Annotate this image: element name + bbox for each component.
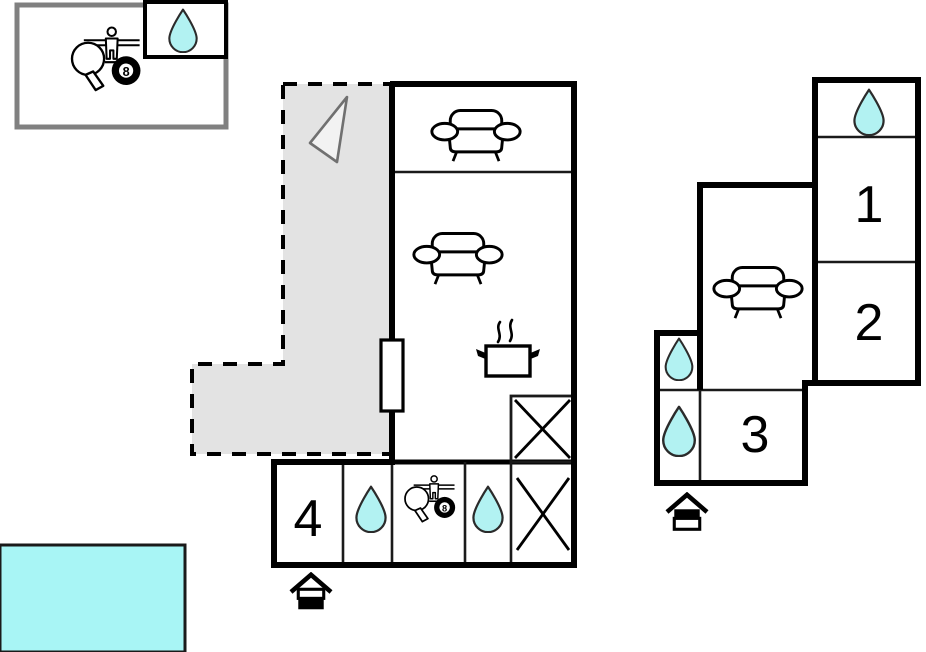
room-number-2: 2 <box>855 294 884 352</box>
room-rb-bedroom-1: 1 <box>855 176 884 234</box>
legend-box <box>14 0 229 130</box>
right-building: 1 2 3 <box>654 77 921 529</box>
room-number-1: 1 <box>855 176 884 234</box>
room-rb-bedroom-2: 2 <box>855 294 884 352</box>
room-lb-stair-upper <box>513 399 572 459</box>
parasol-icon <box>308 95 349 164</box>
left-building: 4 <box>190 81 577 609</box>
rb-outer-wall <box>654 77 921 486</box>
swimming-pool <box>0 543 187 652</box>
pool-water <box>0 543 187 652</box>
room-rb-bedroom-3: 3 <box>741 406 770 464</box>
room-number-3: 3 <box>741 406 770 464</box>
room-number-4: 4 <box>294 490 323 548</box>
door-opening-frame <box>379 338 405 413</box>
door-opening <box>379 338 405 413</box>
room-lb-bedroom-4: 4 <box>294 490 323 548</box>
room-lb-stair-lower <box>515 477 571 551</box>
legend-water-inset <box>143 0 228 59</box>
